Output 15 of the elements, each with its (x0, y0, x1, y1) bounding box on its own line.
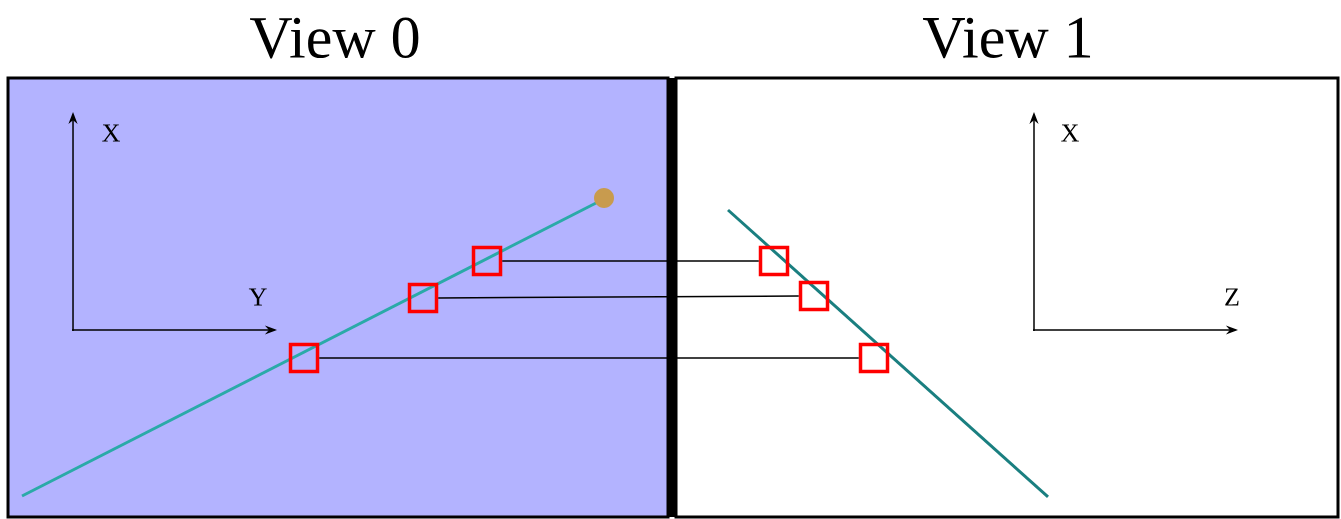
connector-line (318, 357, 860, 359)
axis-label: Y (248, 288, 267, 306)
highlight-square (758, 245, 790, 277)
panel-title: View 0 (250, 17, 419, 59)
highlight-square (858, 342, 890, 374)
connector-line (501, 260, 760, 262)
highlight-square (798, 280, 830, 312)
panel-title: View 1 (923, 17, 1090, 59)
highlight-square (471, 245, 503, 277)
highlight-square (407, 282, 439, 314)
highlight-square (288, 342, 320, 374)
connector-line (437, 295, 800, 299)
axis-label: X (102, 124, 120, 142)
axis-label: X (1061, 124, 1079, 142)
axis-label: Z (1225, 288, 1239, 306)
